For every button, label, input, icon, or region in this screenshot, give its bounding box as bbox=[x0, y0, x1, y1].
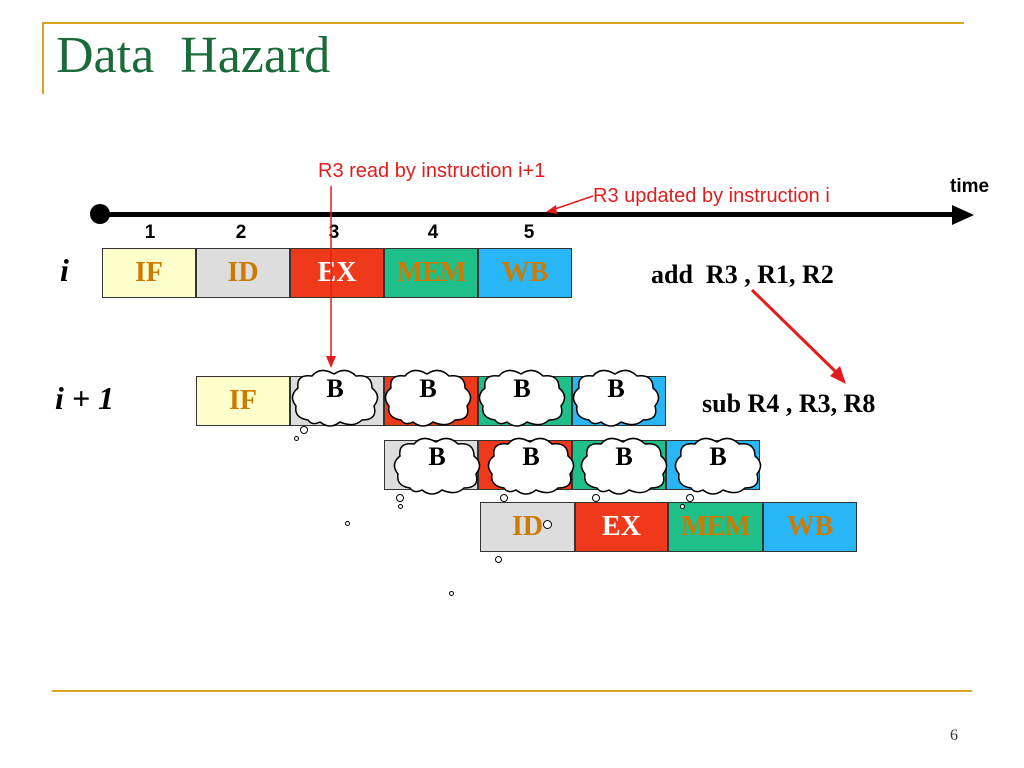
row-i-stage-mem: MEM bbox=[384, 248, 478, 298]
timeline-start-dot bbox=[90, 204, 110, 224]
r3-updated-arrow-line bbox=[551, 195, 594, 211]
bubble-label: B bbox=[428, 442, 446, 471]
bubble-label: B bbox=[513, 374, 531, 403]
bubble-label: B bbox=[607, 374, 625, 403]
tick-4: 4 bbox=[427, 222, 439, 243]
dependency-arrowhead bbox=[830, 366, 846, 384]
top-rule bbox=[42, 22, 964, 24]
bubble-tail-dot bbox=[294, 436, 299, 441]
bubble-stall-1b: B bbox=[383, 368, 473, 430]
title-accent-bar bbox=[42, 22, 44, 94]
bubble-tail-dot bbox=[300, 426, 308, 434]
bubble-tail-dot bbox=[592, 494, 600, 502]
bubble-tail-dot bbox=[500, 494, 508, 502]
timeline-label: time bbox=[950, 176, 990, 197]
row-i1-stage-if: IF bbox=[196, 376, 290, 426]
bubble-label: B bbox=[326, 374, 344, 403]
bubble-stall-1a: B bbox=[290, 368, 380, 430]
annotation-r3-updated: R3 updated by instruction i bbox=[593, 185, 830, 207]
bubble-tail-dot bbox=[680, 504, 685, 509]
row-i-stage-wb: WB bbox=[478, 248, 572, 298]
row-label-i-plus-1: i + 1 bbox=[55, 380, 115, 416]
tick-2: 2 bbox=[235, 222, 247, 243]
row-i-stage-if: IF bbox=[102, 248, 196, 298]
bubble-tail-dot bbox=[686, 494, 694, 502]
bubble-label: B bbox=[522, 442, 540, 471]
row-i-stage-id: ID bbox=[196, 248, 290, 298]
bubble-stall-1d: B bbox=[571, 368, 661, 430]
bubble-tail-dot bbox=[345, 521, 350, 526]
row-i-stage-ex: EX bbox=[290, 248, 384, 298]
row-i1-final-stage-ex: EX bbox=[575, 502, 668, 552]
bubble-stall-2b: B bbox=[486, 436, 576, 498]
row-i1-final-stage-id: ID bbox=[480, 502, 575, 552]
bubble-tail-dot bbox=[449, 591, 454, 596]
bottom-rule bbox=[52, 690, 972, 692]
bubble-tail-dot bbox=[396, 494, 404, 502]
bubble-stall-2c: B bbox=[579, 436, 669, 498]
instruction-sub: sub R4 , R3, R8 bbox=[702, 389, 876, 418]
bubble-stall-1c: B bbox=[477, 368, 567, 430]
tick-3: 3 bbox=[328, 222, 340, 243]
annotation-r3-read: R3 read by instruction i+1 bbox=[318, 160, 546, 182]
row-i1-final-stage-wb: WB bbox=[763, 502, 857, 552]
bubble-label: B bbox=[709, 442, 727, 471]
bubble-tail-dot bbox=[543, 520, 552, 529]
bubble-label: B bbox=[615, 442, 633, 471]
bubble-stall-2d: B bbox=[673, 436, 763, 498]
tick-1: 1 bbox=[144, 222, 156, 243]
timeline-arrowhead bbox=[952, 205, 974, 225]
tick-5: 5 bbox=[523, 222, 535, 243]
bubble-tail-dot bbox=[495, 556, 502, 563]
bubble-tail-dot bbox=[398, 504, 403, 509]
r3-read-arrowhead bbox=[326, 356, 336, 368]
slide-title: Data Hazard bbox=[56, 27, 331, 84]
row-label-i: i bbox=[60, 252, 69, 288]
bubble-stall-2a: B bbox=[392, 436, 482, 498]
dependency-arrow-line bbox=[750, 288, 840, 376]
instruction-add: add R3 , R1, R2 bbox=[651, 260, 834, 289]
page-number: 6 bbox=[950, 727, 958, 744]
row-i1-final-stage-mem: MEM bbox=[668, 502, 763, 552]
timeline-axis bbox=[100, 212, 958, 217]
bubble-label: B bbox=[419, 374, 437, 403]
